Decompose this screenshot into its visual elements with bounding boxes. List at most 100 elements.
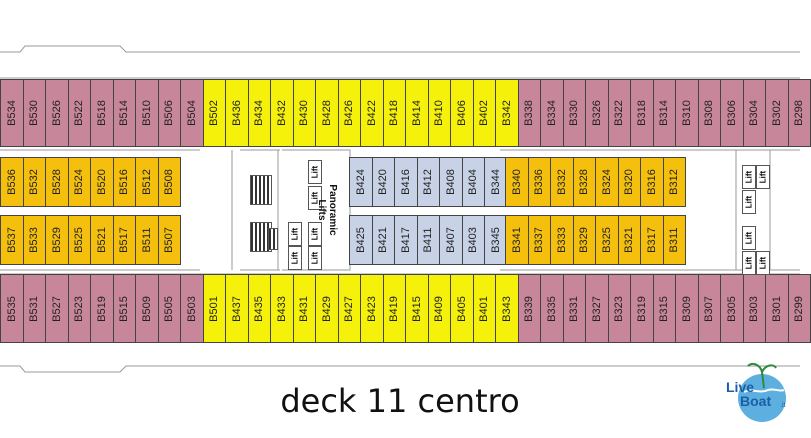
- cabin-bottom-B401[interactable]: B401: [472, 274, 496, 343]
- cabin-top-B310[interactable]: B310: [675, 79, 699, 147]
- cabin-top-B402[interactable]: B402: [472, 79, 496, 147]
- cabin-bottom-B433[interactable]: B433: [270, 274, 294, 343]
- cabin-top-B342[interactable]: B342: [495, 79, 519, 147]
- cabin-bottom-B339[interactable]: B339: [517, 274, 541, 343]
- cabin-bottom-B429[interactable]: B429: [315, 274, 339, 343]
- cabin-B337[interactable]: B337: [527, 215, 551, 265]
- cabin-B340[interactable]: B340: [505, 157, 529, 207]
- cabin-bottom-B309[interactable]: B309: [675, 274, 699, 343]
- cabin-B536[interactable]: B536: [0, 157, 24, 207]
- cabin-B420[interactable]: B420: [371, 157, 395, 207]
- cabin-top-B506[interactable]: B506: [157, 79, 181, 147]
- cabin-B537[interactable]: B537: [0, 215, 24, 265]
- cabin-B329[interactable]: B329: [572, 215, 596, 265]
- cabin-B528[interactable]: B528: [45, 157, 69, 207]
- cabin-top-B308[interactable]: B308: [697, 79, 721, 147]
- cabin-B507[interactable]: B507: [157, 215, 181, 265]
- cabin-top-B322[interactable]: B322: [607, 79, 631, 147]
- cabin-B525[interactable]: B525: [67, 215, 91, 265]
- cabin-top-B526[interactable]: B526: [45, 79, 69, 147]
- cabin-B512[interactable]: B512: [135, 157, 159, 207]
- cabin-B311[interactable]: B311: [662, 215, 686, 265]
- cabin-B312[interactable]: B312: [662, 157, 686, 207]
- cabin-bottom-B405[interactable]: B405: [450, 274, 474, 343]
- cabin-B328[interactable]: B328: [572, 157, 596, 207]
- cabin-bottom-B335[interactable]: B335: [540, 274, 564, 343]
- cabin-B511[interactable]: B511: [135, 215, 159, 265]
- cabin-B325[interactable]: B325: [595, 215, 619, 265]
- cabin-B333[interactable]: B333: [550, 215, 574, 265]
- cabin-B345[interactable]: B345: [484, 215, 508, 265]
- cabin-B533[interactable]: B533: [22, 215, 46, 265]
- cabin-top-B428[interactable]: B428: [315, 79, 339, 147]
- cabin-bottom-B323[interactable]: B323: [607, 274, 631, 343]
- cabin-B411[interactable]: B411: [416, 215, 440, 265]
- cabin-bottom-B423[interactable]: B423: [360, 274, 384, 343]
- cabin-B424[interactable]: B424: [349, 157, 373, 207]
- cabin-bottom-B431[interactable]: B431: [292, 274, 316, 343]
- cabin-bottom-B535[interactable]: B535: [0, 274, 24, 343]
- cabin-bottom-B527[interactable]: B527: [45, 274, 69, 343]
- cabin-bottom-B319[interactable]: B319: [630, 274, 654, 343]
- cabin-B425[interactable]: B425: [349, 215, 373, 265]
- cabin-top-B434[interactable]: B434: [247, 79, 271, 147]
- cabin-top-B502[interactable]: B502: [202, 79, 226, 147]
- cabin-top-B522[interactable]: B522: [67, 79, 91, 147]
- cabin-bottom-B435[interactable]: B435: [247, 274, 271, 343]
- cabin-top-B514[interactable]: B514: [112, 79, 136, 147]
- cabin-top-B338[interactable]: B338: [517, 79, 541, 147]
- cabin-top-B534[interactable]: B534: [0, 79, 24, 147]
- cabin-B532[interactable]: B532: [22, 157, 46, 207]
- cabin-bottom-B343[interactable]: B343: [495, 274, 519, 343]
- cabin-bottom-B427[interactable]: B427: [337, 274, 361, 343]
- cabin-bottom-B503[interactable]: B503: [180, 274, 204, 343]
- cabin-top-B406[interactable]: B406: [450, 79, 474, 147]
- cabin-B416[interactable]: B416: [394, 157, 418, 207]
- cabin-bottom-B409[interactable]: B409: [427, 274, 451, 343]
- cabin-top-B518[interactable]: B518: [90, 79, 114, 147]
- cabin-bottom-B515[interactable]: B515: [112, 274, 136, 343]
- cabin-bottom-B331[interactable]: B331: [562, 274, 586, 343]
- cabin-bottom-B299[interactable]: B299: [787, 274, 811, 343]
- cabin-B517[interactable]: B517: [112, 215, 136, 265]
- cabin-bottom-B437[interactable]: B437: [225, 274, 249, 343]
- cabin-bottom-B303[interactable]: B303: [742, 274, 766, 343]
- cabin-B320[interactable]: B320: [617, 157, 641, 207]
- cabin-top-B318[interactable]: B318: [630, 79, 654, 147]
- cabin-bottom-B505[interactable]: B505: [157, 274, 181, 343]
- cabin-top-B504[interactable]: B504: [180, 79, 204, 147]
- cabin-B521[interactable]: B521: [90, 215, 114, 265]
- cabin-B520[interactable]: B520: [90, 157, 114, 207]
- cabin-B336[interactable]: B336: [527, 157, 551, 207]
- cabin-top-B314[interactable]: B314: [652, 79, 676, 147]
- cabin-B332[interactable]: B332: [550, 157, 574, 207]
- cabin-bottom-B301[interactable]: B301: [765, 274, 789, 343]
- cabin-top-B422[interactable]: B422: [360, 79, 384, 147]
- cabin-top-B334[interactable]: B334: [540, 79, 564, 147]
- cabin-bottom-B509[interactable]: B509: [135, 274, 159, 343]
- cabin-top-B326[interactable]: B326: [585, 79, 609, 147]
- cabin-top-B306[interactable]: B306: [720, 79, 744, 147]
- cabin-top-B302[interactable]: B302: [765, 79, 789, 147]
- cabin-B324[interactable]: B324: [595, 157, 619, 207]
- cabin-top-B426[interactable]: B426: [337, 79, 361, 147]
- cabin-top-B436[interactable]: B436: [225, 79, 249, 147]
- cabin-B421[interactable]: B421: [371, 215, 395, 265]
- cabin-B529[interactable]: B529: [45, 215, 69, 265]
- cabin-bottom-B315[interactable]: B315: [652, 274, 676, 343]
- cabin-B408[interactable]: B408: [439, 157, 463, 207]
- cabin-top-B330[interactable]: B330: [562, 79, 586, 147]
- cabin-top-B410[interactable]: B410: [427, 79, 451, 147]
- cabin-top-B510[interactable]: B510: [135, 79, 159, 147]
- cabin-top-B432[interactable]: B432: [270, 79, 294, 147]
- cabin-bottom-B419[interactable]: B419: [382, 274, 406, 343]
- cabin-B316[interactable]: B316: [640, 157, 664, 207]
- cabin-top-B530[interactable]: B530: [22, 79, 46, 147]
- cabin-bottom-B305[interactable]: B305: [720, 274, 744, 343]
- cabin-B321[interactable]: B321: [617, 215, 641, 265]
- cabin-B341[interactable]: B341: [505, 215, 529, 265]
- cabin-bottom-B531[interactable]: B531: [22, 274, 46, 343]
- cabin-B317[interactable]: B317: [640, 215, 664, 265]
- cabin-bottom-B415[interactable]: B415: [405, 274, 429, 343]
- cabin-top-B298[interactable]: B298: [787, 79, 811, 147]
